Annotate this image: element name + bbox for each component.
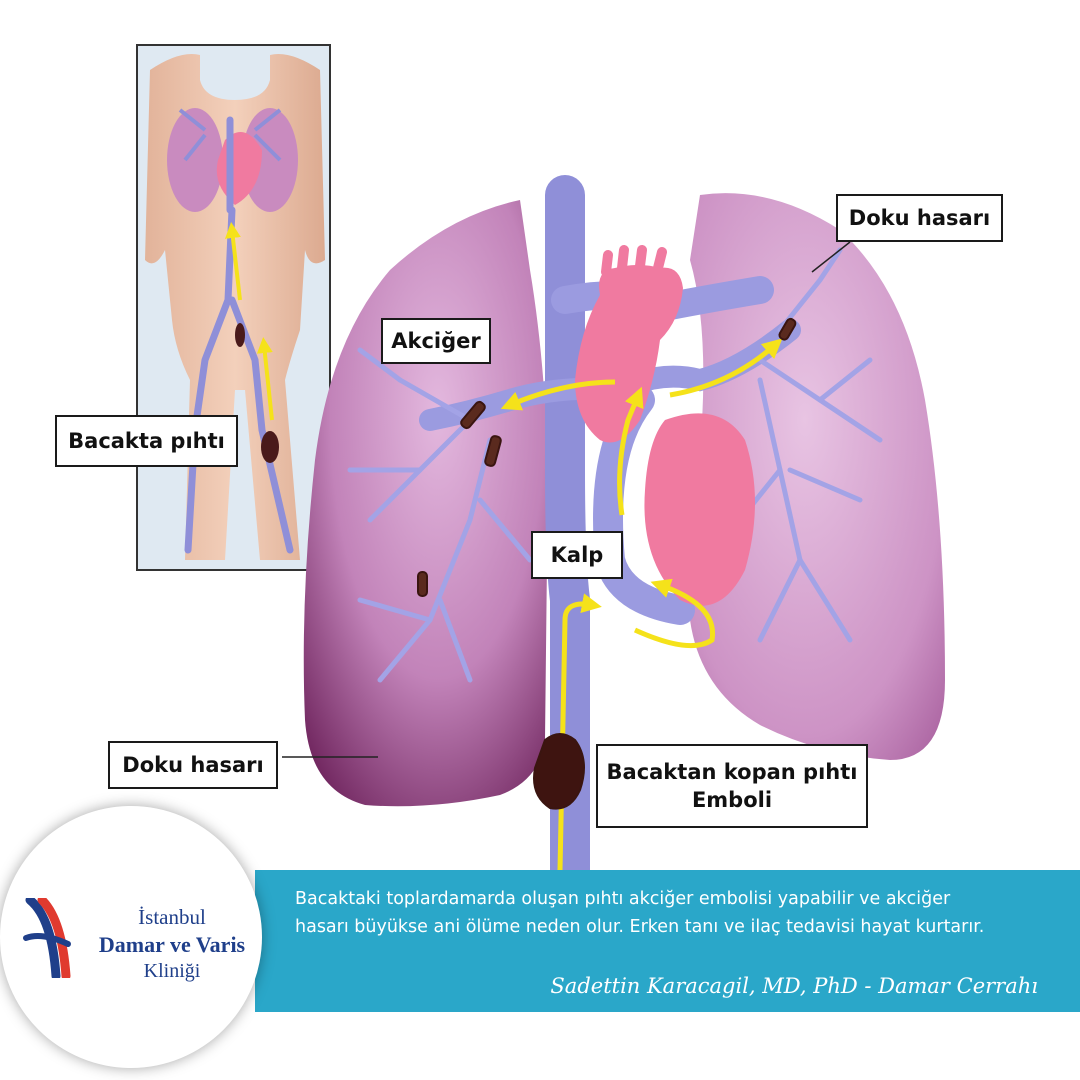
info-banner-text: Bacaktaki toplardamarda oluşan pıhtı akc… [295, 885, 1065, 941]
label-bacakta-pihti: Bacakta pıhtı [55, 415, 238, 467]
vein-logo-icon [23, 898, 71, 978]
banner-line-2: hasarı büyükse ani ölüme neden olur. Erk… [295, 917, 985, 937]
leader-lines [282, 241, 851, 758]
logo-line-1: İstanbul [138, 905, 206, 929]
label-bacaktan-kopan-pihti: Bacaktan kopan pıhtı Emboli [596, 744, 868, 828]
label-bacaktan-line2: Emboli [691, 788, 773, 812]
author-signature: Sadettin Karacagil, MD, PhD - Damar Cerr… [550, 974, 1038, 998]
label-doku-hasari-bottom: Doku hasarı [108, 741, 278, 789]
label-kalp: Kalp [531, 531, 623, 579]
heart [575, 245, 755, 606]
banner-line-1: Bacaktaki toplardamarda oluşan pıhtı akc… [295, 889, 951, 909]
label-doku-hasari-top: Doku hasarı [836, 194, 1003, 242]
label-bacaktan-line1: Bacaktan kopan pıhtı [606, 759, 858, 784]
clots [417, 317, 797, 810]
label-akciger: Akciğer [381, 318, 491, 364]
blood-flow-arrows [500, 338, 783, 871]
logo-line-3: Kliniği [143, 960, 201, 982]
info-banner [255, 870, 1080, 1012]
logo-line-2: Damar ve Varis [98, 932, 246, 957]
body-inset [136, 44, 331, 571]
clinic-logo-text: İstanbul Damar ve Varis Kliniği [82, 904, 262, 985]
